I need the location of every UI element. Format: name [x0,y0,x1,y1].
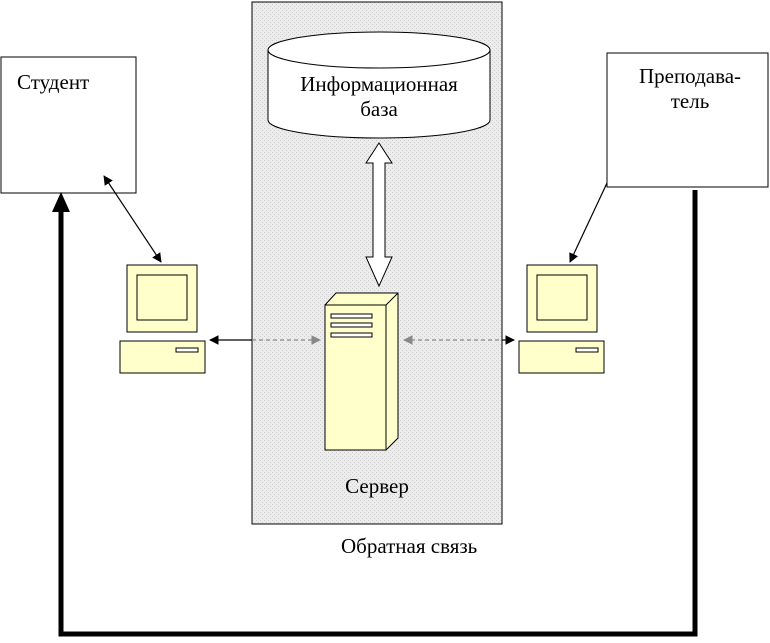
feedback-arrowhead [52,192,70,212]
student-box [0,56,137,194]
teacher-link-arrow [569,182,608,263]
teacher-label: Преподава- тель [610,64,770,114]
student-computer [119,264,206,374]
db-server-double-arrow [365,142,393,288]
database-cylinder [267,31,491,139]
student-label: Студент [17,70,90,94]
teacher-box [606,52,769,188]
feedback-arrow [58,190,698,637]
teacher-computer [518,264,605,374]
teacher-label-line2: тель [670,89,710,114]
database-label-line1: Информационная [300,72,458,96]
student-link-arrow [103,175,162,263]
database-label-line2: база [360,97,398,122]
feedback-label: Обратная связь [341,534,478,558]
server-tower [324,292,399,451]
teacher-label-line1: Преподава- [638,64,742,88]
server-label: Сервер [345,474,409,498]
database-label: Информационная база [268,72,490,122]
